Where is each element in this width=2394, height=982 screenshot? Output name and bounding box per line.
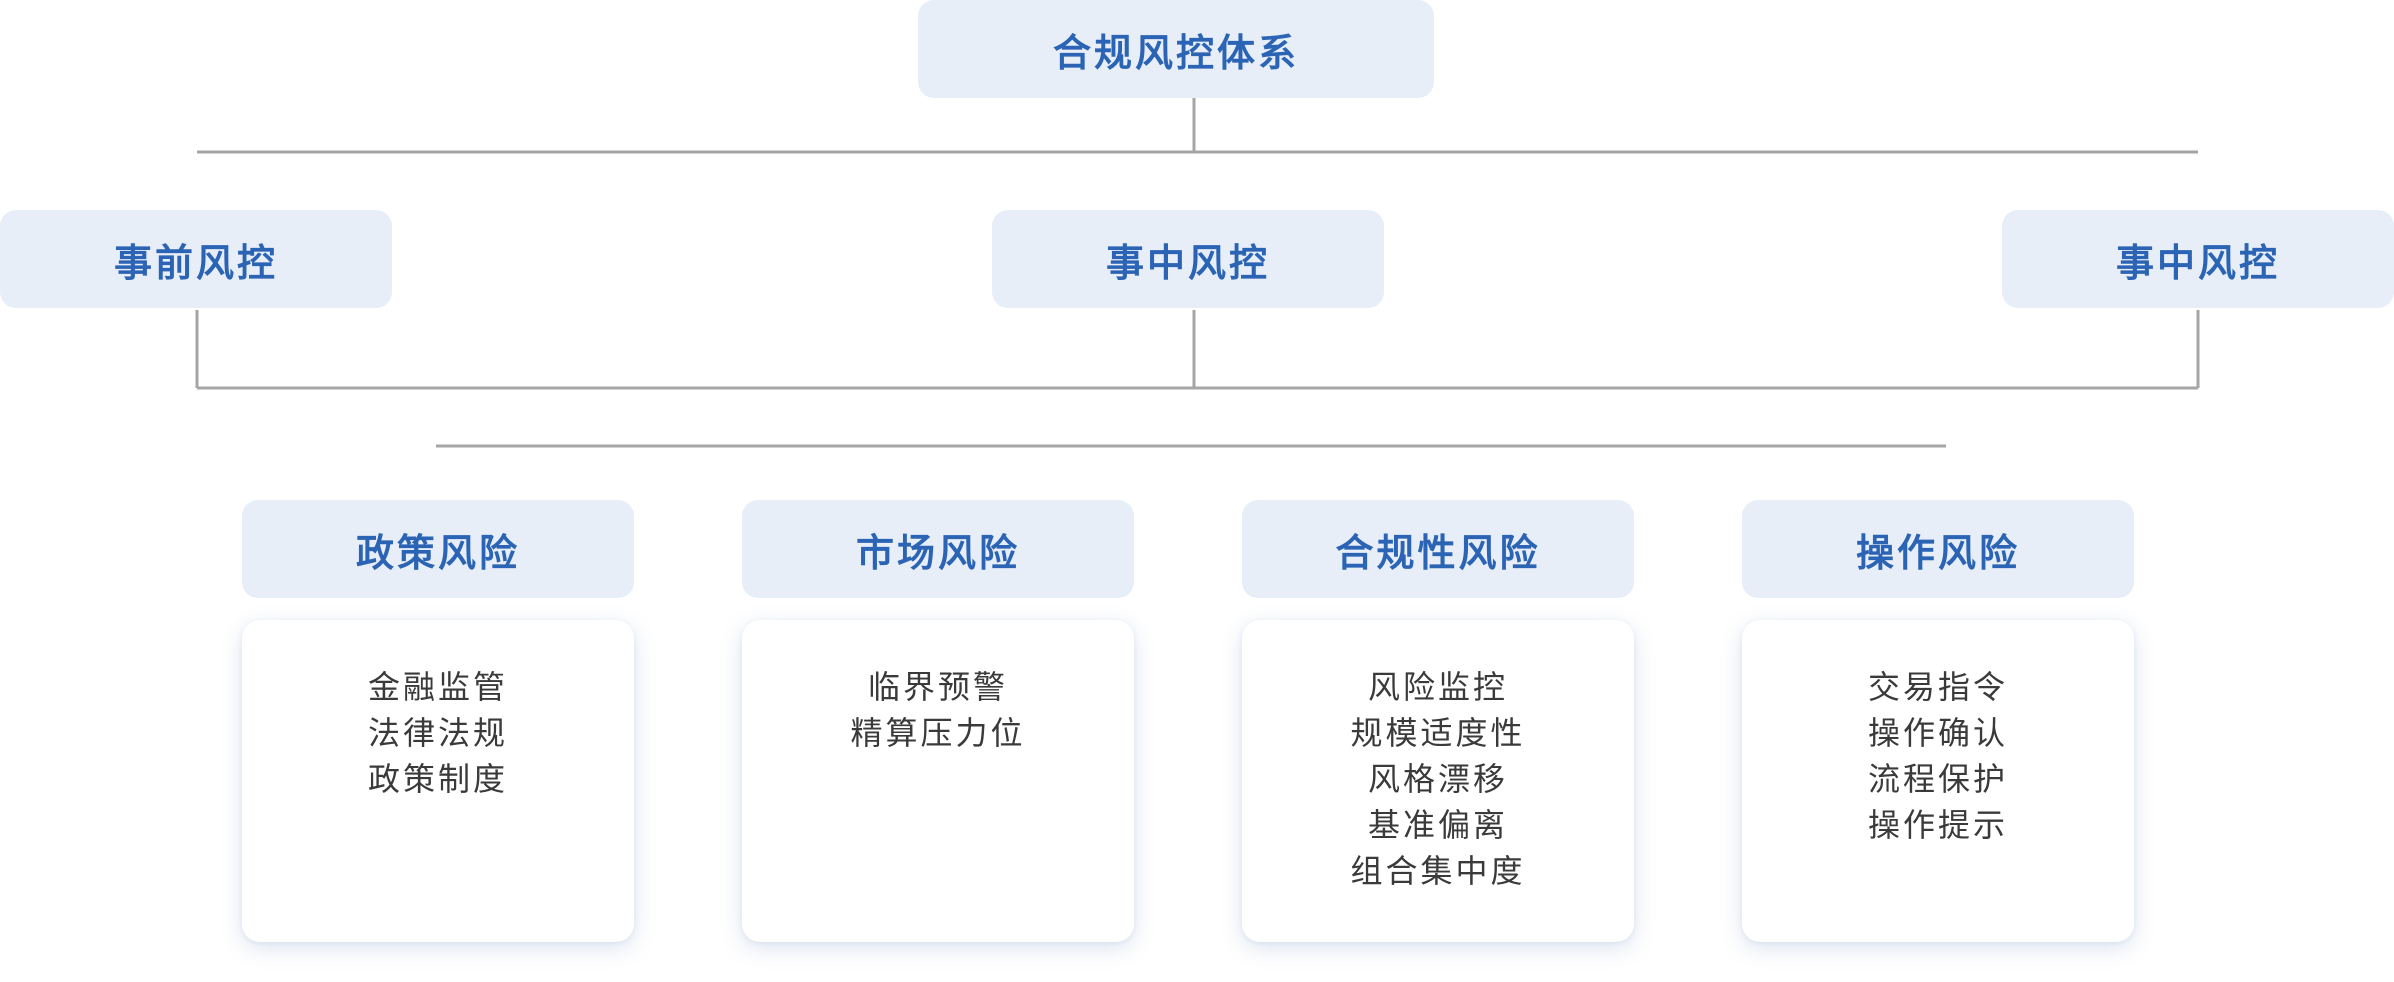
risk-node-market: 市场风险 (742, 500, 1134, 598)
phase-node-right: 事中风控 (2002, 210, 2394, 308)
root-label: 合规风控体系 (1052, 30, 1299, 75)
card-item: 组合集中度 (1350, 852, 1526, 890)
card-item: 政策制度 (367, 760, 508, 798)
risk-card-market: 临界预警 精算压力位 (742, 620, 1134, 942)
card-item: 临界预警 (867, 668, 1008, 706)
risk-title: 操作风险 (1855, 530, 2020, 575)
phase-node-pre: 事前风控 (0, 210, 392, 308)
risk-title: 政策风险 (355, 530, 520, 575)
card-item: 风格漂移 (1367, 760, 1508, 798)
card-item: 规模适度性 (1350, 714, 1526, 752)
card-item: 基准偏离 (1367, 806, 1508, 844)
card-item: 金融监管 (367, 668, 508, 706)
phase-node-mid: 事中风控 (992, 210, 1384, 308)
card-item: 精算压力位 (850, 714, 1026, 752)
card-item: 法律法规 (367, 714, 508, 752)
risk-card-operation: 交易指令 操作确认 流程保护 操作提示 (1742, 620, 2134, 942)
risk-title: 市场风险 (855, 530, 1020, 575)
card-item: 交易指令 (1867, 668, 2008, 706)
card-item: 风险监控 (1367, 668, 1508, 706)
risk-card-policy: 金融监管 法律法规 政策制度 (242, 620, 634, 942)
risk-node-compliance: 合规性风险 (1242, 500, 1634, 598)
risk-node-policy: 政策风险 (242, 500, 634, 598)
card-item: 操作提示 (1867, 806, 2008, 844)
phase-label: 事中风控 (2115, 240, 2280, 285)
root-node: 合规风控体系 (918, 0, 1434, 98)
card-item: 操作确认 (1867, 714, 2008, 752)
risk-node-operation: 操作风险 (1742, 500, 2134, 598)
phase-label: 事前风控 (113, 240, 278, 285)
risk-title: 合规性风险 (1335, 530, 1541, 575)
risk-card-compliance: 风险监控 规模适度性 风格漂移 基准偏离 组合集中度 (1242, 620, 1634, 942)
card-item: 流程保护 (1867, 760, 2008, 798)
phase-label: 事中风控 (1105, 240, 1270, 285)
